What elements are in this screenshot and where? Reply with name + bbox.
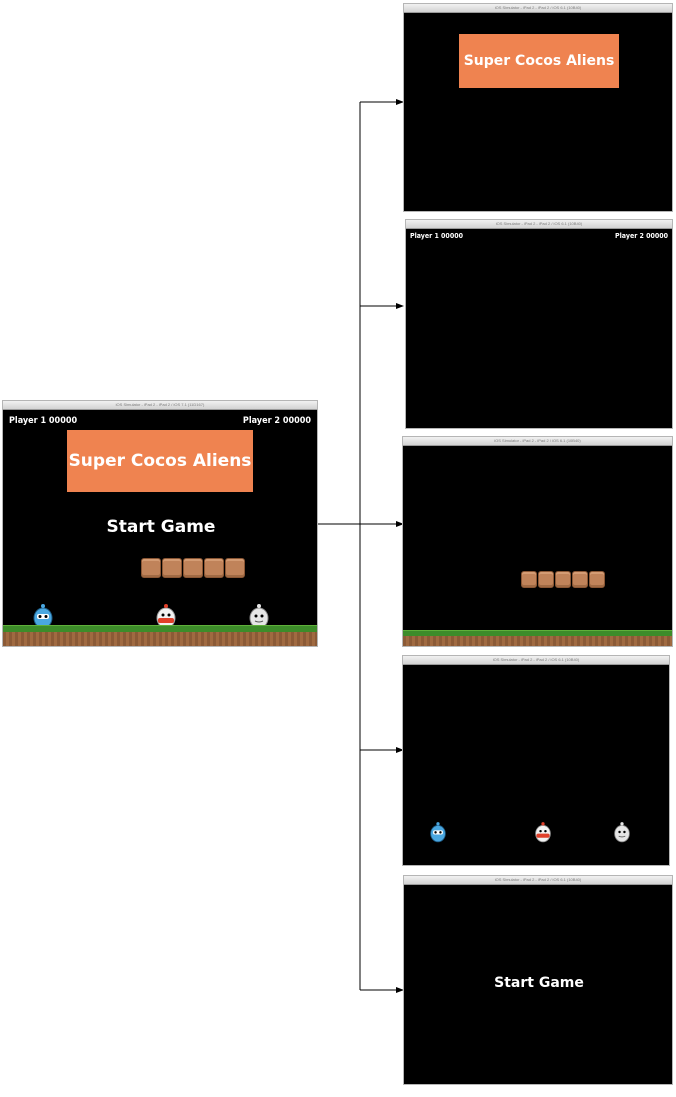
layer-aliens-titlebar: iOS Simulator - iPad 2 - iPad 2 / iOS 6.… — [403, 656, 669, 665]
layer-title-window: iOS Simulator - iPad 2 - iPad 2 / iOS 6.… — [403, 3, 673, 212]
player2-score: Player 2 00000 — [615, 232, 668, 240]
brick-block — [538, 571, 554, 588]
brick-block — [521, 571, 537, 588]
dirt-ground — [403, 636, 672, 646]
main-window-titlebar: iOS Simulator - iPad 2 - iPad 2 / iOS 7.… — [3, 401, 317, 410]
game-title-banner: Super Cocos Aliens — [67, 430, 253, 492]
brick-block — [162, 558, 182, 578]
layer-scores-titlebar: iOS Simulator - iPad 2 - iPad 2 / iOS 6.… — [406, 220, 672, 229]
white-alien-icon — [249, 604, 269, 629]
game-title-text: Super Cocos Aliens — [68, 451, 252, 471]
brick-block — [555, 571, 571, 588]
start-game-button[interactable]: Start Game — [106, 517, 216, 537]
layer-aliens-window: iOS Simulator - iPad 2 - iPad 2 / iOS 6.… — [402, 655, 670, 866]
blue-alien-icon — [430, 822, 446, 843]
brick-block — [141, 558, 161, 578]
white-alien-icon — [614, 822, 630, 843]
brick-block — [204, 558, 224, 578]
main-simulator-window: iOS Simulator - iPad 2 - iPad 2 / iOS 7.… — [2, 400, 318, 647]
brick-block — [572, 571, 588, 588]
brick-platform — [521, 571, 606, 588]
start-game-button[interactable]: Start Game — [494, 975, 584, 991]
brick-platform — [141, 558, 246, 578]
red-alien-icon — [535, 822, 551, 843]
layer-platform-titlebar: iOS Simulator - iPad 2 - iPad 2 / iOS 6.… — [403, 437, 672, 446]
player2-score: Player 2 00000 — [242, 416, 311, 426]
layer-title-titlebar: iOS Simulator - iPad 2 - iPad 2 / iOS 6.… — [404, 4, 672, 13]
layer-platform-window: iOS Simulator - iPad 2 - iPad 2 / iOS 6.… — [402, 436, 673, 647]
brick-block — [589, 571, 605, 588]
player1-score: Player 1 00000 — [9, 416, 78, 426]
brick-block — [183, 558, 203, 578]
grass-strip — [3, 625, 317, 632]
game-title-text: Super Cocos Aliens — [463, 53, 615, 69]
layer-scores-window: iOS Simulator - iPad 2 - iPad 2 / iOS 6.… — [405, 219, 673, 429]
game-title-banner: Super Cocos Aliens — [459, 34, 619, 88]
brick-block — [225, 558, 245, 578]
layer-start-window: iOS Simulator - iPad 2 - iPad 2 / iOS 6.… — [403, 875, 673, 1085]
dirt-ground — [3, 632, 317, 646]
grass-strip — [403, 630, 672, 636]
arrow-head-icon — [396, 303, 404, 309]
player1-score: Player 1 00000 — [410, 232, 463, 240]
layer-start-titlebar: iOS Simulator - iPad 2 - iPad 2 / iOS 6.… — [404, 876, 672, 885]
